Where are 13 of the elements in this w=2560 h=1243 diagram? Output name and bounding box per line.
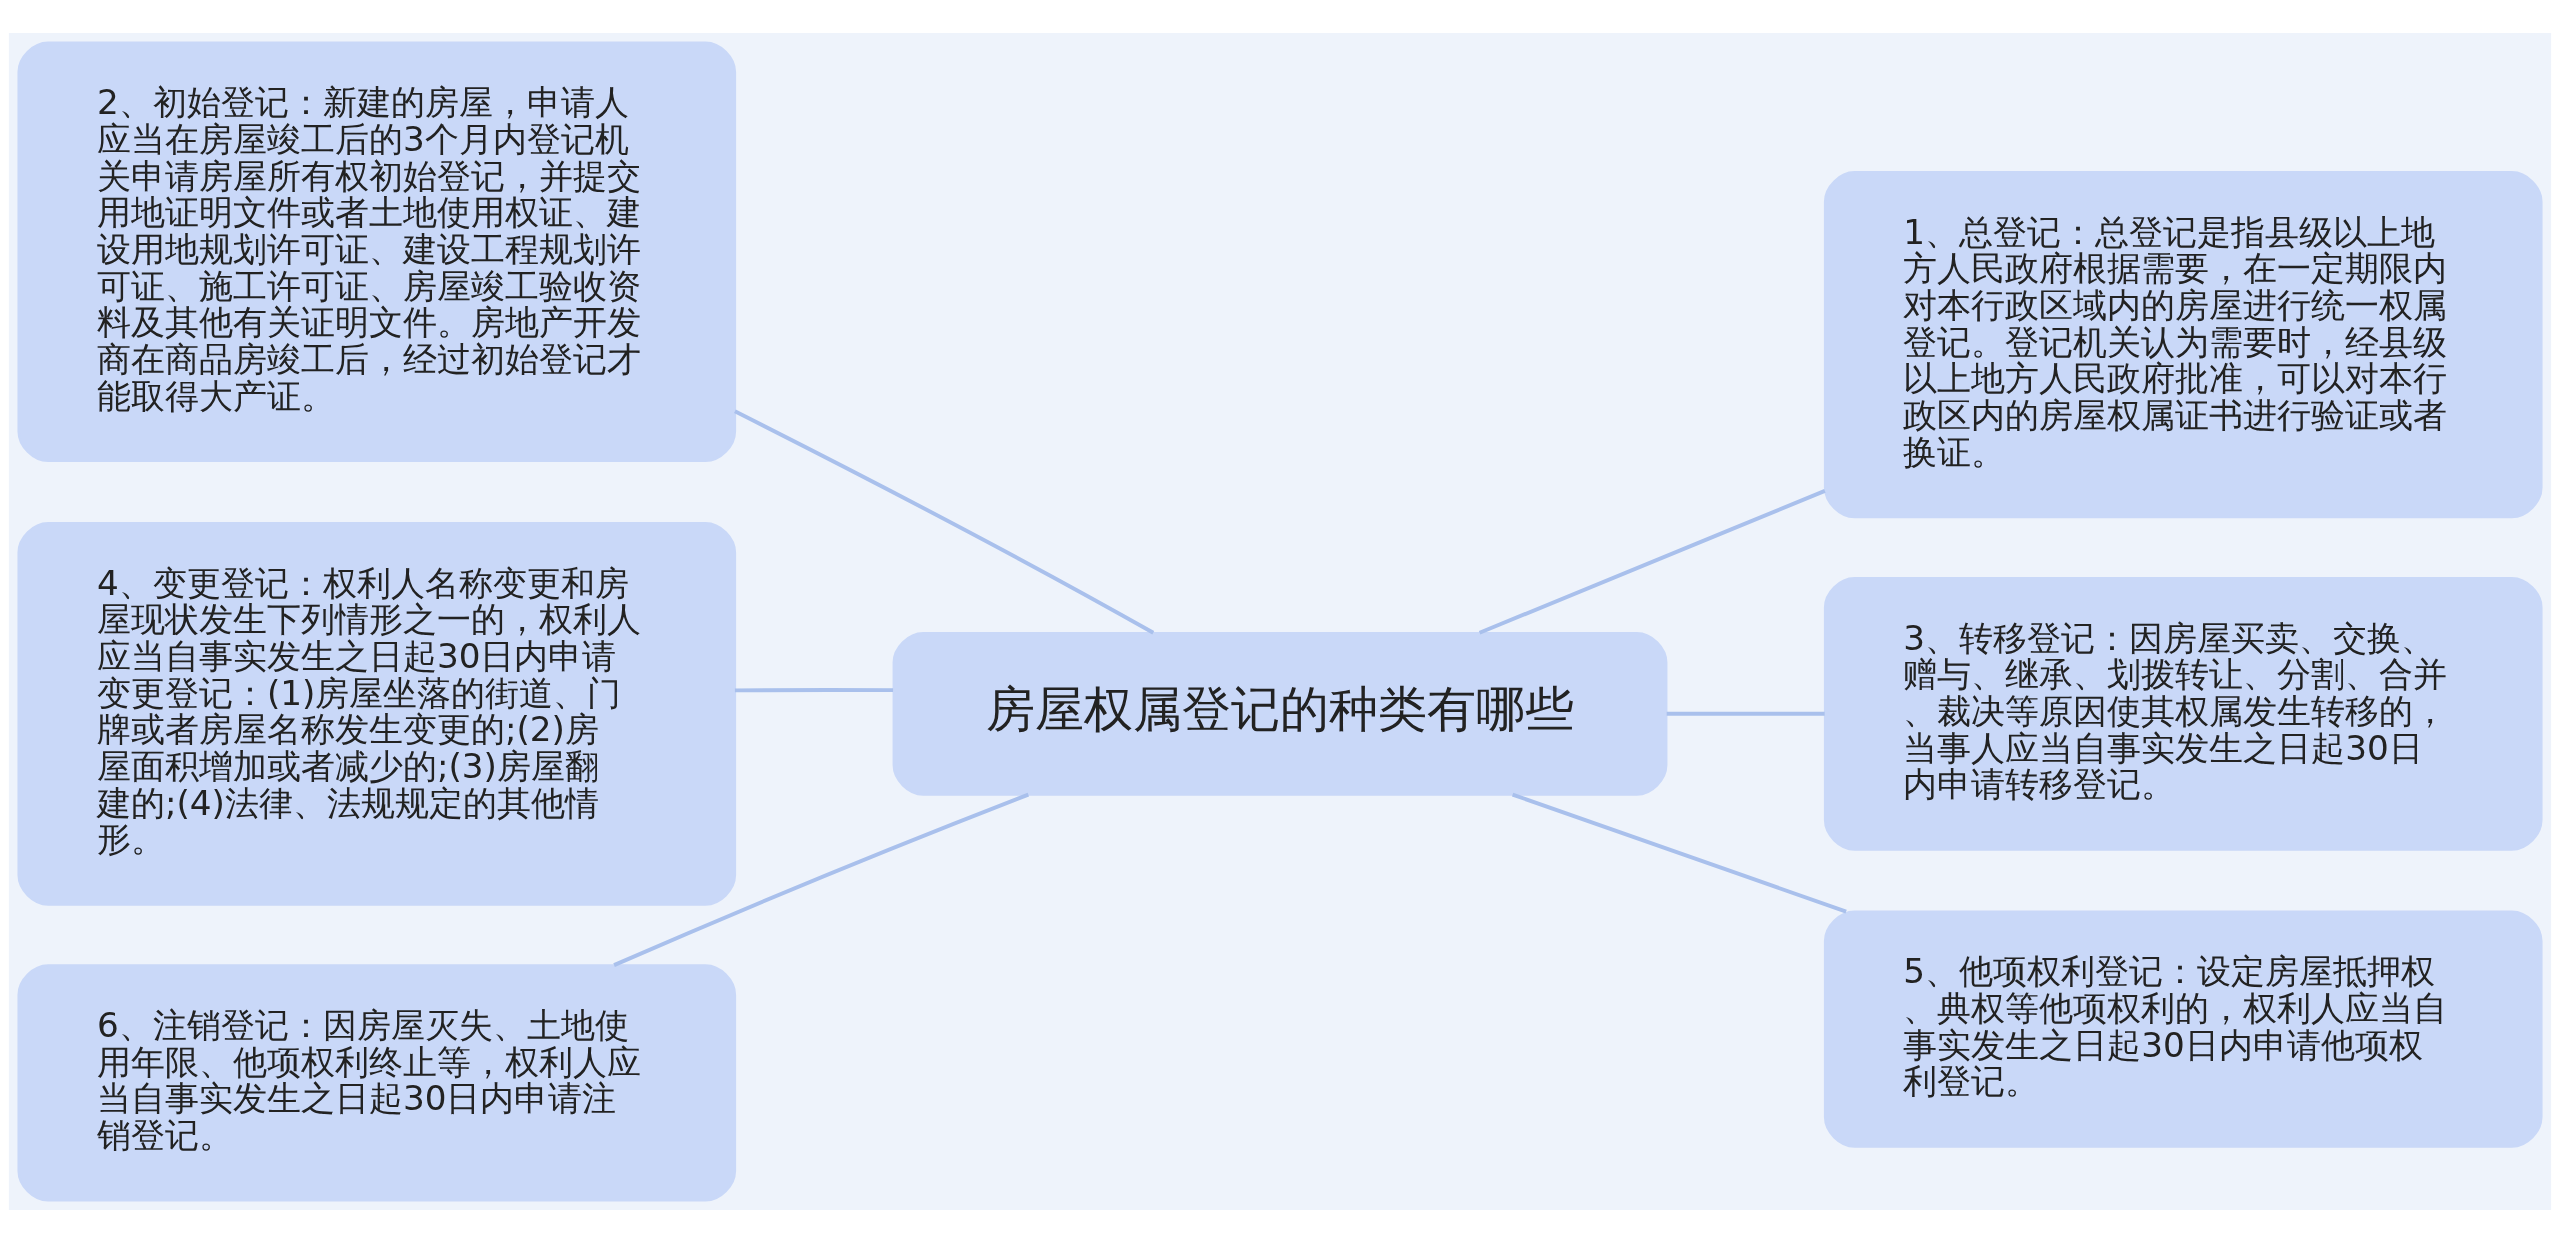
connector [1478, 489, 1826, 635]
node-box: 2、初始登记：新建的房屋，申请人应当在房屋竣工后的3个月内登记机关申请房屋所有权初始登记，并提交用地证明文件或者土地使用权证、建设用地规划许可证、建设工程规划许可证、施工许可证、房屋竣工验收资料及其他有关证明文件。房地产开发商在商品房竣工后，经过初始登记才能取得大产证。 [17, 41, 737, 462]
connector [1666, 711, 1825, 716]
connector [1511, 792, 1847, 914]
connector [734, 409, 1155, 635]
node-box: 4、变更登记：权利人名称变更和房屋现状发生下列情形之一的，权利人应当自事实发生之日起30日内申请变更登记：(1)房屋坐落的街道、门牌或者房屋名称发生变更的;(2)房屋面积增加或者减少的;(3)房屋翻建的;(4)法律、法规规定的其他情形。 [17, 521, 737, 906]
node-box: 3、转移登记：因房屋买卖、交换、赠与、继承、划拨转让、分割、合并、裁决等原因使其权属发生转移的，当事人应当自事实发生之日起30日内申请转移登记。 [1823, 576, 2543, 851]
connector [734, 688, 894, 693]
node-box: 6、注销登记：因房屋灭失、土地使用年限、他项权利终止等，权利人应当自事实发生之日起30日内申请注销登记。 [17, 964, 737, 1202]
node-box: 5、他项权利登记：设定房屋抵押权、典权等他项权利的，权利人应当自事实发生之日起30日内申请他项权利登记。 [1823, 910, 2543, 1148]
node-box: 房屋权属登记的种类有哪些 [892, 631, 1668, 796]
connector [613, 792, 1030, 967]
node-box: 1、总登记：总登记是指县级以上地方人民政府根据需要，在一定期限内对本行政区域内的房屋进行统一权属登记。登记机关认为需要时，经县级以上地方人民政府批准，可以对本行政区内的房屋权属证书进行验证或者换证。 [1823, 171, 2543, 519]
